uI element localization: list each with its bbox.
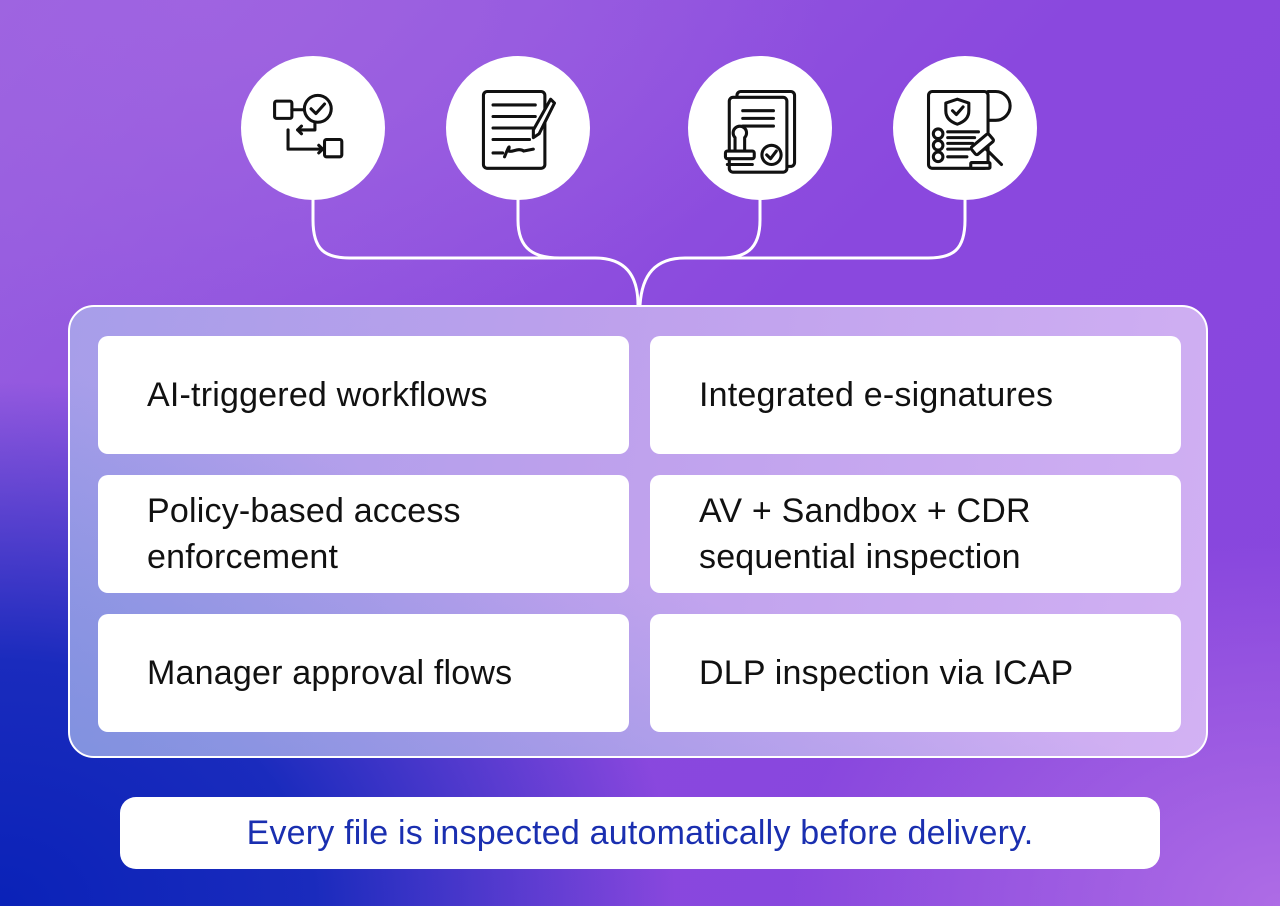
footer-banner: Every file is inspected automatically be… bbox=[120, 797, 1160, 869]
feature-label: AV + Sandbox + CDR sequential inspection bbox=[699, 492, 1031, 576]
feature-label: AI-triggered workflows bbox=[147, 376, 488, 414]
policy-legal-icon bbox=[893, 56, 1037, 200]
feature-card-policy-access: Policy-based access enforcement bbox=[98, 475, 629, 593]
feature-card-dlp-icap: DLP inspection via ICAP bbox=[650, 614, 1181, 732]
feature-card-ai-workflows: AI-triggered workflows bbox=[98, 336, 629, 454]
feature-label: Policy-based access enforcement bbox=[147, 492, 461, 576]
connector-1 bbox=[311, 198, 640, 307]
feature-label: Manager approval flows bbox=[147, 654, 513, 692]
connector-3 bbox=[718, 198, 762, 260]
feature-card-sequential-inspection: AV + Sandbox + CDR sequential inspection bbox=[650, 475, 1181, 593]
footer-text: Every file is inspected automatically be… bbox=[246, 813, 1034, 852]
feature-card-manager-approval: Manager approval flows bbox=[98, 614, 629, 732]
feature-card-e-signatures: Integrated e-signatures bbox=[650, 336, 1181, 454]
feature-label: Integrated e-signatures bbox=[699, 376, 1054, 414]
connector-2 bbox=[516, 198, 562, 260]
signed-document-icon bbox=[446, 56, 590, 200]
workflow-approval-icon bbox=[241, 56, 385, 200]
feature-label: DLP inspection via ICAP bbox=[699, 654, 1074, 692]
stamped-approval-icon bbox=[688, 56, 832, 200]
connector-4 bbox=[638, 198, 967, 307]
